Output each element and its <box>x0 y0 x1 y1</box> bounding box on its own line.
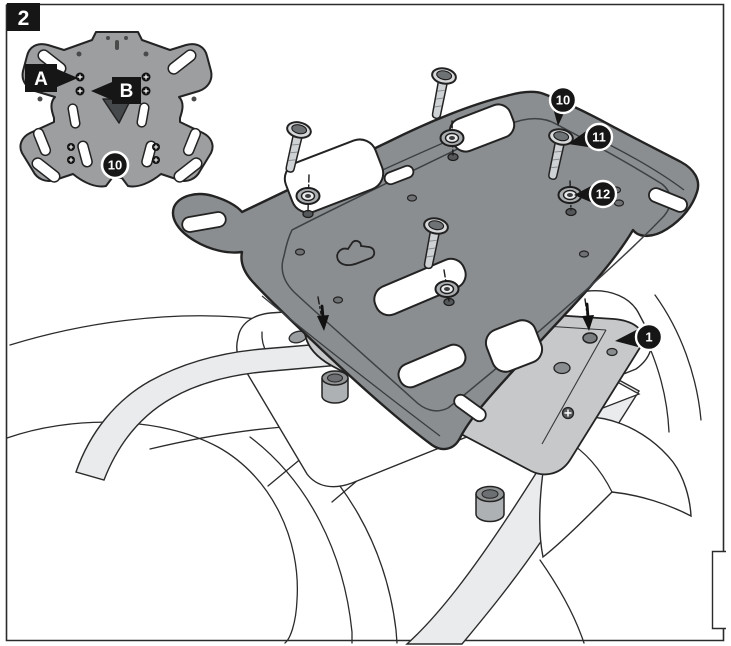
mounting-screw <box>285 121 312 173</box>
border-notch <box>711 550 726 630</box>
mounting-screw <box>548 128 574 180</box>
rack-plate <box>171 90 700 451</box>
badge-12: 12 <box>574 179 618 209</box>
rubber-buffer <box>475 485 505 523</box>
badge-10-inset: 10 <box>100 150 130 180</box>
badge-10-inset-text: 10 <box>108 158 122 173</box>
insert-arrow <box>582 302 594 331</box>
callout-badges: 10 11 12 1 <box>548 85 664 352</box>
mounting-screw <box>423 217 449 270</box>
washer <box>434 280 460 298</box>
rubber-buffer <box>321 370 349 404</box>
rack-plate-cutouts <box>283 103 544 389</box>
step-badge: 2 <box>7 3 40 31</box>
adapter-hole-right <box>582 332 598 344</box>
badge-11-text: 11 <box>592 130 606 145</box>
label-b-arrow <box>91 82 112 100</box>
fasteners <box>285 67 594 331</box>
plate-hole <box>565 207 577 217</box>
badge-11: 11 <box>568 122 614 152</box>
badge-1-text: 1 <box>645 330 652 345</box>
hole-b <box>75 86 85 96</box>
label-b-text: B <box>120 81 134 102</box>
hole-a <box>75 72 85 82</box>
swmotech-logo <box>336 239 376 267</box>
badge-1: 1 <box>615 322 664 352</box>
label-a: A <box>25 64 78 92</box>
badge-10-text: 10 <box>556 93 570 108</box>
badge-10: 10 <box>548 85 578 126</box>
crosshead-bolt <box>561 406 575 420</box>
label-a-arrow <box>57 69 78 87</box>
mounting-screw <box>431 67 457 120</box>
washer <box>439 129 465 147</box>
axis-line <box>317 296 322 315</box>
insert-arrow <box>317 304 329 331</box>
label-a-text: A <box>34 69 48 90</box>
label-b: B <box>91 77 141 104</box>
figure-border <box>5 3 726 642</box>
rack-plate-slots <box>181 164 688 423</box>
badge-12-text: 12 <box>596 187 610 202</box>
inset-plate-holes <box>37 36 197 164</box>
step-badge-text: 2 <box>18 7 30 30</box>
inset-plate-slots <box>31 49 203 183</box>
washer <box>295 187 321 205</box>
inset-plate: A B 10 <box>19 31 214 188</box>
washer <box>557 186 583 204</box>
